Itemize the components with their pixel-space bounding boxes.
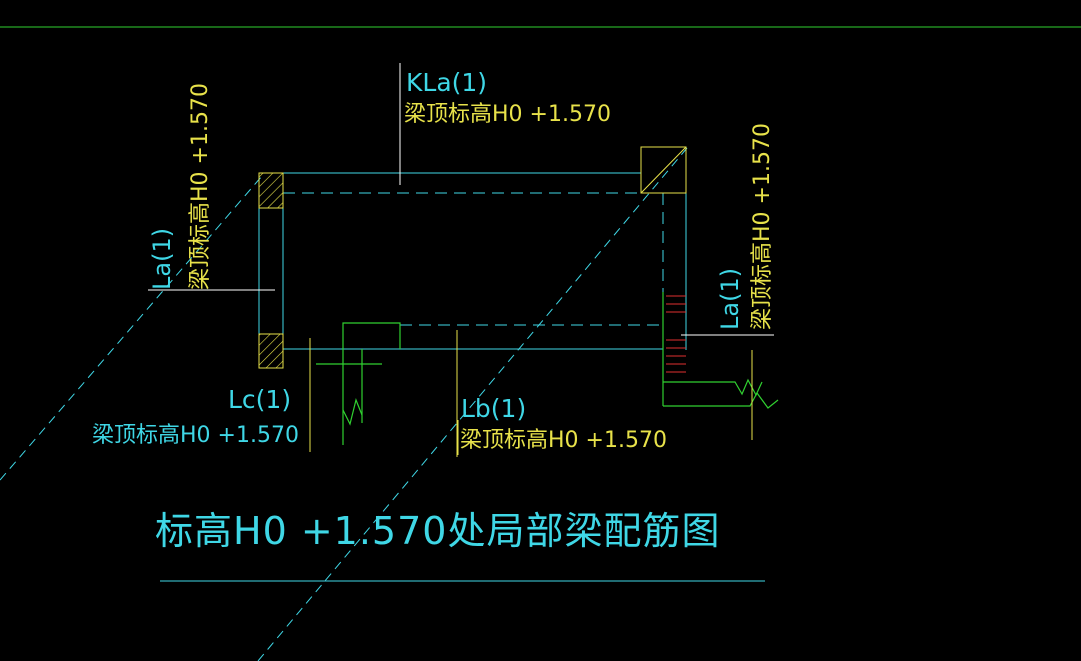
diagonal-dashed-line-left — [0, 175, 263, 481]
label-la-left-name: La(1) — [148, 227, 176, 290]
label-lb-elevation: 梁顶标高H0 +1.570 — [460, 428, 667, 453]
label-la-left-elevation: 梁顶标高H0 +1.570 — [188, 83, 213, 290]
label-la-right-name: La(1) — [716, 267, 744, 330]
label-kla-elevation: 梁顶标高H0 +1.570 — [404, 102, 611, 127]
leader-lines — [148, 63, 774, 336]
label-lc-name: Lc(1) — [228, 385, 292, 414]
green-break-symbol-right — [662, 292, 779, 409]
green-break-symbol-lc — [316, 322, 401, 445]
label-lc-elevation: 梁顶标高H0 +1.570 — [92, 423, 299, 448]
drawing-title: 标高H0 +1.570处局部梁配筋图 — [155, 509, 721, 553]
column-top-left — [258, 172, 284, 209]
column-top-right-diagonal — [640, 146, 687, 194]
label-kla-name: KLa(1) — [406, 68, 488, 97]
column-top-right — [640, 146, 687, 194]
label-la-right-elevation: 梁顶标高H0 +1.570 — [750, 123, 775, 330]
red-rebar-ticks — [666, 295, 686, 373]
diagonal-dashed-line-main — [257, 147, 688, 661]
column-bottom-left — [258, 333, 284, 369]
yellow-leader-lines — [309, 330, 753, 457]
label-lb-name: Lb(1) — [461, 394, 527, 423]
